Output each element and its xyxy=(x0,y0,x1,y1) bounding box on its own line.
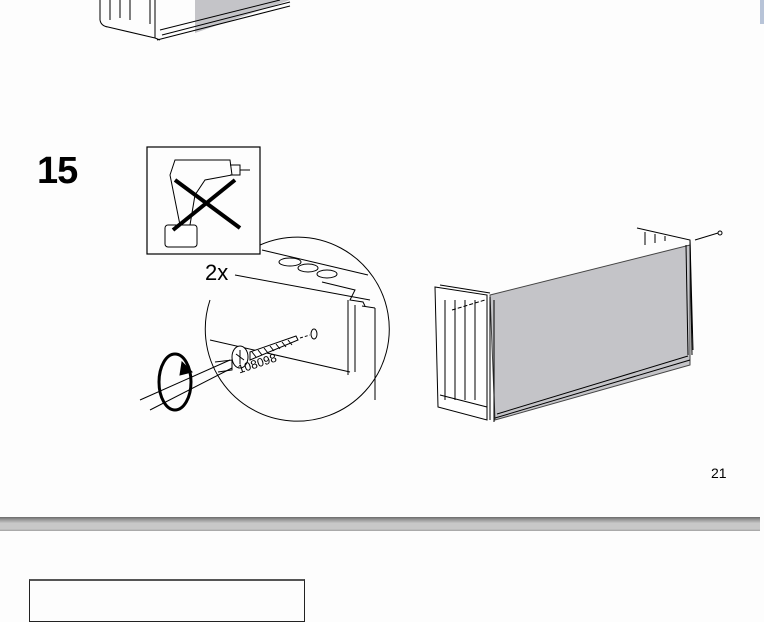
next-page xyxy=(0,531,750,608)
quantity-label: 2x xyxy=(205,260,229,285)
next-page-frame xyxy=(29,579,305,622)
step-number: 15 xyxy=(37,150,78,192)
assembly-illustrations xyxy=(99,0,723,422)
previous-step-cabinet xyxy=(99,0,291,41)
page-number: 21 xyxy=(711,465,727,481)
screw-detail-circle xyxy=(139,236,390,422)
scrollbar[interactable] xyxy=(760,0,764,608)
cabinet-assembly-drawing xyxy=(434,227,723,422)
scrollbar-thumb[interactable] xyxy=(760,0,764,24)
no-power-drill-icon xyxy=(146,146,261,255)
page-divider xyxy=(0,517,762,531)
instruction-page: 15 2x 108098 21 xyxy=(37,0,727,481)
